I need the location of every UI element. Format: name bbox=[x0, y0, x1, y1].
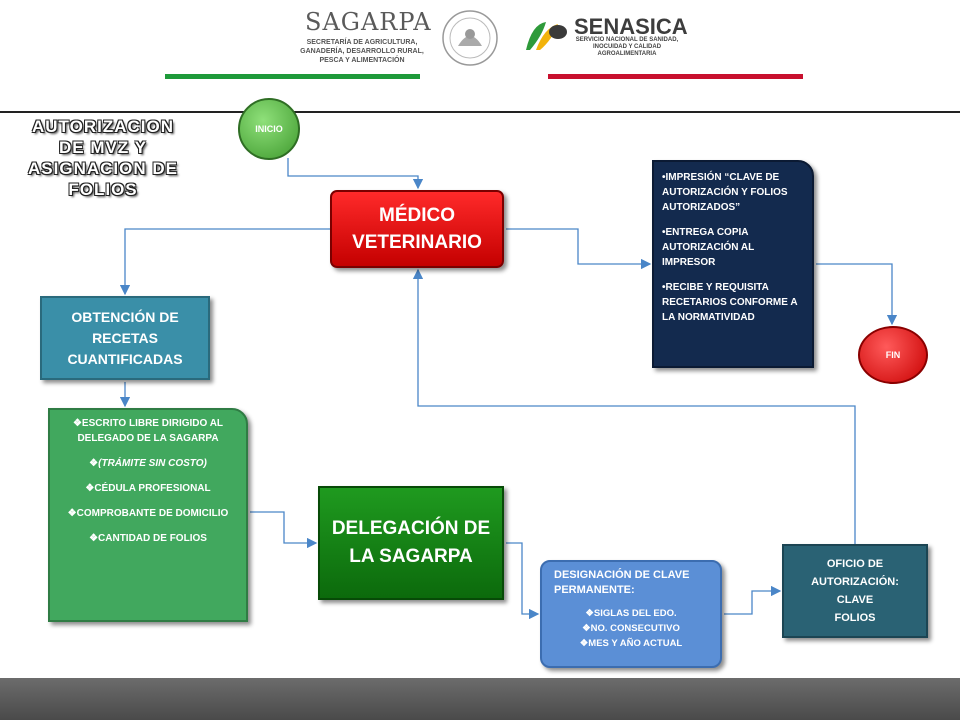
footer-bar bbox=[0, 678, 960, 720]
obtencion-label: OBTENCIÓN DE RECETAS CUANTIFICADAS bbox=[67, 308, 183, 367]
medico-veterinario-box: MÉDICO VETERINARIO bbox=[330, 190, 504, 268]
diamond-bullet-icon: ❖ bbox=[582, 623, 591, 634]
diamond-bullet-icon: ❖ bbox=[89, 533, 99, 544]
requisitos-box: ❖ESCRITO LIBRE DIRIGIDO AL DELEGADO DE L… bbox=[48, 408, 248, 622]
obtencion-recetas-box: OBTENCIÓN DE RECETAS CUANTIFICADAS bbox=[40, 296, 210, 380]
connector-medico-obtencion bbox=[119, 228, 330, 296]
diamond-bullet-icon: ❖ bbox=[89, 458, 99, 469]
requisito-item: ❖(TRÁMITE SIN COSTO) bbox=[89, 458, 207, 469]
start-node: INICIO bbox=[238, 98, 300, 160]
oficio-line-3: FOLIOS bbox=[834, 612, 876, 624]
page-title: AUTORIZACION DE MVZ Y ASIGNACION DE FOLI… bbox=[28, 117, 178, 199]
impresion-item: •ENTREGA COPIA AUTORIZACIÓN AL IMPRESOR bbox=[662, 227, 755, 268]
diamond-bullet-icon: ❖ bbox=[585, 608, 594, 619]
sagarpa-logo: SAGARPA bbox=[305, 8, 432, 36]
delegacion-sagarpa-box: DELEGACIÓN DE LA SAGARPA bbox=[318, 486, 504, 600]
oficio-line-2: CLAVE bbox=[836, 594, 874, 606]
impresion-item: •IMPRESIÓN “CLAVE DE AUTORIZACIÓN Y FOLI… bbox=[662, 172, 788, 213]
header bbox=[0, 0, 960, 112]
connector-medico-impresion bbox=[506, 228, 652, 270]
designacion-clave-box: DESIGNACIÓN DE CLAVE PERMANENTE: ❖SIGLAS… bbox=[540, 560, 722, 668]
connector-inicio-medico bbox=[287, 158, 424, 190]
coat-of-arms-icon bbox=[442, 10, 498, 66]
medico-label: MÉDICO VETERINARIO bbox=[352, 205, 482, 253]
diamond-bullet-icon: ❖ bbox=[72, 418, 82, 429]
red-header-bar bbox=[548, 74, 803, 79]
connector-impresion-fin bbox=[816, 263, 898, 326]
designacion-item: ❖NO. CONSECUTIVO bbox=[582, 623, 680, 634]
senasica-logo: SENASICA bbox=[574, 14, 688, 39]
connector-designacion-oficio bbox=[724, 585, 782, 615]
header-divider bbox=[0, 111, 960, 113]
impresion-item: •RECIBE Y REQUISITA RECETARIOS CONFORME … bbox=[662, 282, 798, 323]
designacion-item: ❖SIGLAS DEL EDO. bbox=[585, 608, 677, 619]
impresion-box: •IMPRESIÓN “CLAVE DE AUTORIZACIÓN Y FOLI… bbox=[652, 160, 814, 368]
end-node: FIN bbox=[858, 326, 928, 384]
oficio-autorizacion-box: OFICIO DE AUTORIZACIÓN: CLAVE FOLIOS bbox=[782, 544, 928, 638]
sagarpa-subtitle: SECRETARÍA DE AGRICULTURA, GANADERÍA, DE… bbox=[300, 39, 424, 64]
designacion-item: ❖MES Y AÑO ACTUAL bbox=[579, 638, 683, 649]
requisito-item: ❖CÉDULA PROFESIONAL bbox=[85, 483, 211, 494]
diamond-bullet-icon: ❖ bbox=[579, 638, 589, 649]
diamond-bullet-icon: ❖ bbox=[67, 508, 77, 519]
delegacion-label: DELEGACIÓN DE LA SAGARPA bbox=[331, 518, 491, 567]
requisito-item: ❖ESCRITO LIBRE DIRIGIDO AL DELEGADO DE L… bbox=[72, 418, 224, 444]
senasica-emblem-icon bbox=[526, 22, 567, 50]
green-header-bar bbox=[165, 74, 420, 79]
diamond-bullet-icon: ❖ bbox=[85, 483, 95, 494]
connector-oficio-medico bbox=[412, 268, 856, 544]
requisito-item: ❖CANTIDAD DE FOLIOS bbox=[89, 533, 207, 544]
connector-delegacion-designacion bbox=[506, 542, 540, 620]
connector-escrito-delegacion bbox=[250, 511, 318, 549]
senasica-subtitle: SERVICIO NACIONAL DE SANIDAD, INOCUIDAD … bbox=[575, 37, 679, 57]
oficio-line-1: OFICIO DE AUTORIZACIÓN: bbox=[811, 558, 899, 588]
designacion-heading: DESIGNACIÓN DE CLAVE PERMANENTE: bbox=[554, 569, 690, 596]
requisito-item: ❖COMPROBANTE DE DOMICILIO bbox=[67, 508, 229, 519]
